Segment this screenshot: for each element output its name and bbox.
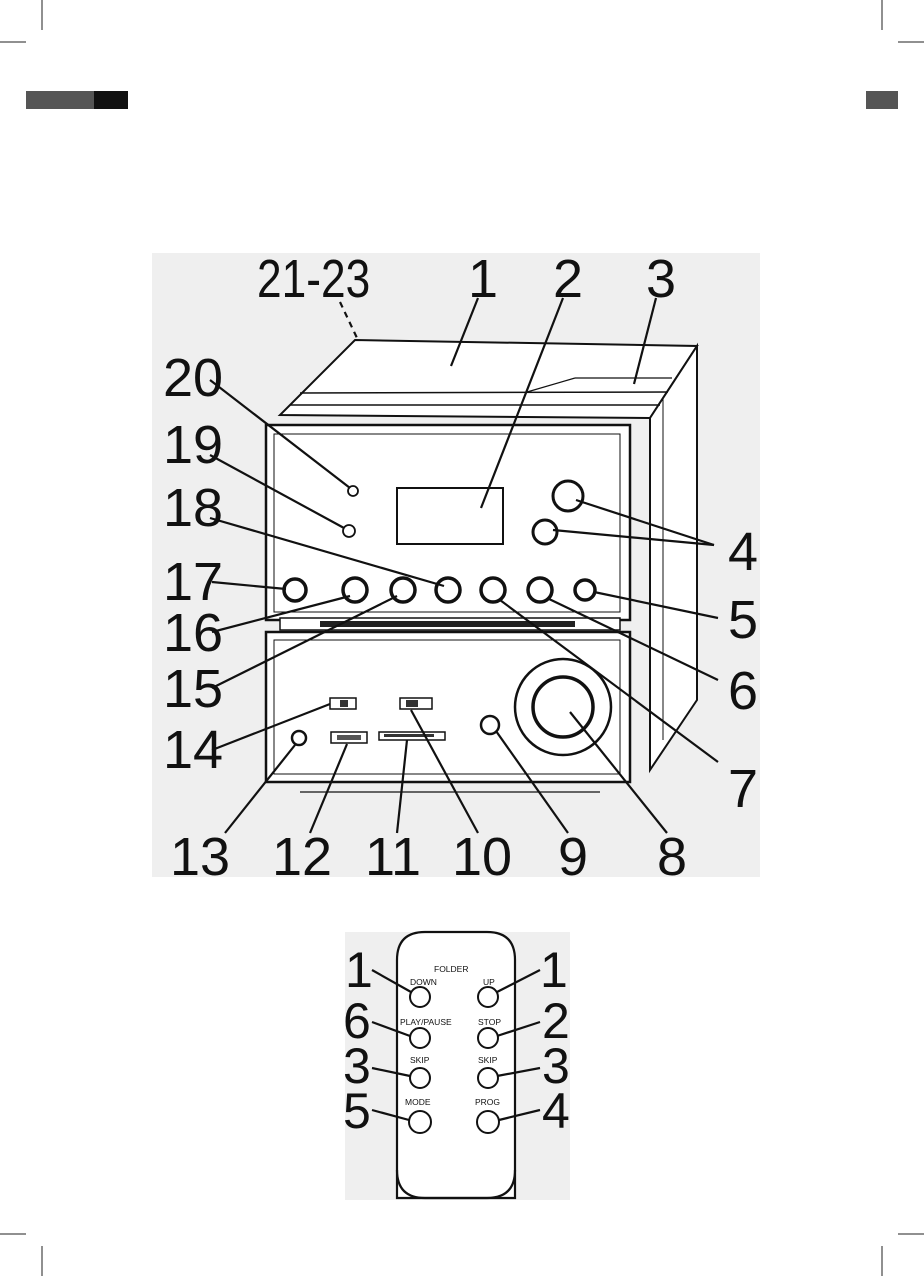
- callout-7: 7: [728, 759, 758, 819]
- page-tab-left-active: [94, 91, 128, 109]
- remote-skip-left-button: [410, 1068, 430, 1088]
- callout-6: 6: [728, 661, 758, 721]
- page-tab-right: [866, 91, 898, 109]
- remote-mode-button: [409, 1111, 431, 1133]
- remote-play-pause-button: [410, 1028, 430, 1048]
- callout-12: 12: [272, 827, 332, 887]
- callout-1: 1: [468, 249, 498, 309]
- remote-play-pause-label: PLAY/PAUSE: [400, 1017, 452, 1027]
- remote-mode-label: MODE: [405, 1097, 431, 1107]
- callout-16: 16: [163, 603, 223, 663]
- remote-skip-right-label: SKIP: [478, 1055, 498, 1065]
- callout-10: 10: [452, 827, 512, 887]
- callout-9: 9: [558, 827, 588, 887]
- remote-prog-label: PROG: [475, 1097, 500, 1107]
- remote-callout-up: 1: [540, 942, 568, 998]
- callout-19: 19: [163, 415, 223, 475]
- callout-21-23: 21-23: [257, 249, 370, 309]
- callout-14: 14: [163, 720, 223, 780]
- remote-stop-label: STOP: [478, 1017, 501, 1027]
- remote-callout-mode: 5: [343, 1083, 371, 1139]
- remote-folder-label: FOLDER: [434, 964, 468, 974]
- remote-callout-prog: 4: [542, 1083, 570, 1139]
- callout-5: 5: [728, 590, 758, 650]
- remote-down-button: [410, 987, 430, 1007]
- page-tab-left: [26, 91, 94, 109]
- callout-13: 13: [170, 827, 230, 887]
- remote-stop-button: [478, 1028, 498, 1048]
- remote-up-label: UP: [483, 977, 495, 987]
- remote-skip-right-button: [478, 1068, 498, 1088]
- remote-skip-left-label: SKIP: [410, 1055, 430, 1065]
- callout-4: 4: [728, 522, 758, 582]
- remote-callout-down: 1: [345, 942, 373, 998]
- remote-down-label: DOWN: [410, 977, 437, 987]
- remote-up-button: [478, 987, 498, 1007]
- callout-3: 3: [646, 249, 676, 309]
- remote-prog-button: [477, 1111, 499, 1133]
- callout-11: 11: [365, 827, 421, 887]
- callout-20: 20: [163, 348, 223, 408]
- callout-2: 2: [553, 249, 583, 309]
- callout-8: 8: [657, 827, 687, 887]
- callout-18: 18: [163, 478, 223, 538]
- callout-15: 15: [163, 659, 223, 719]
